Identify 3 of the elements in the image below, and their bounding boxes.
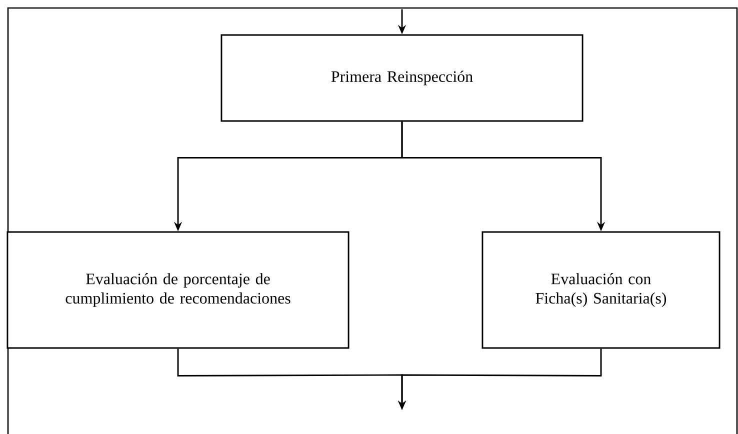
process-box: Evaluación de porcentaje de cumplimiento de recomendaciones xyxy=(6,231,350,349)
process-box: Evaluación con Ficha(s) Sanitaria(s) xyxy=(482,231,720,349)
process-box: Primera Reinspección xyxy=(220,34,584,122)
